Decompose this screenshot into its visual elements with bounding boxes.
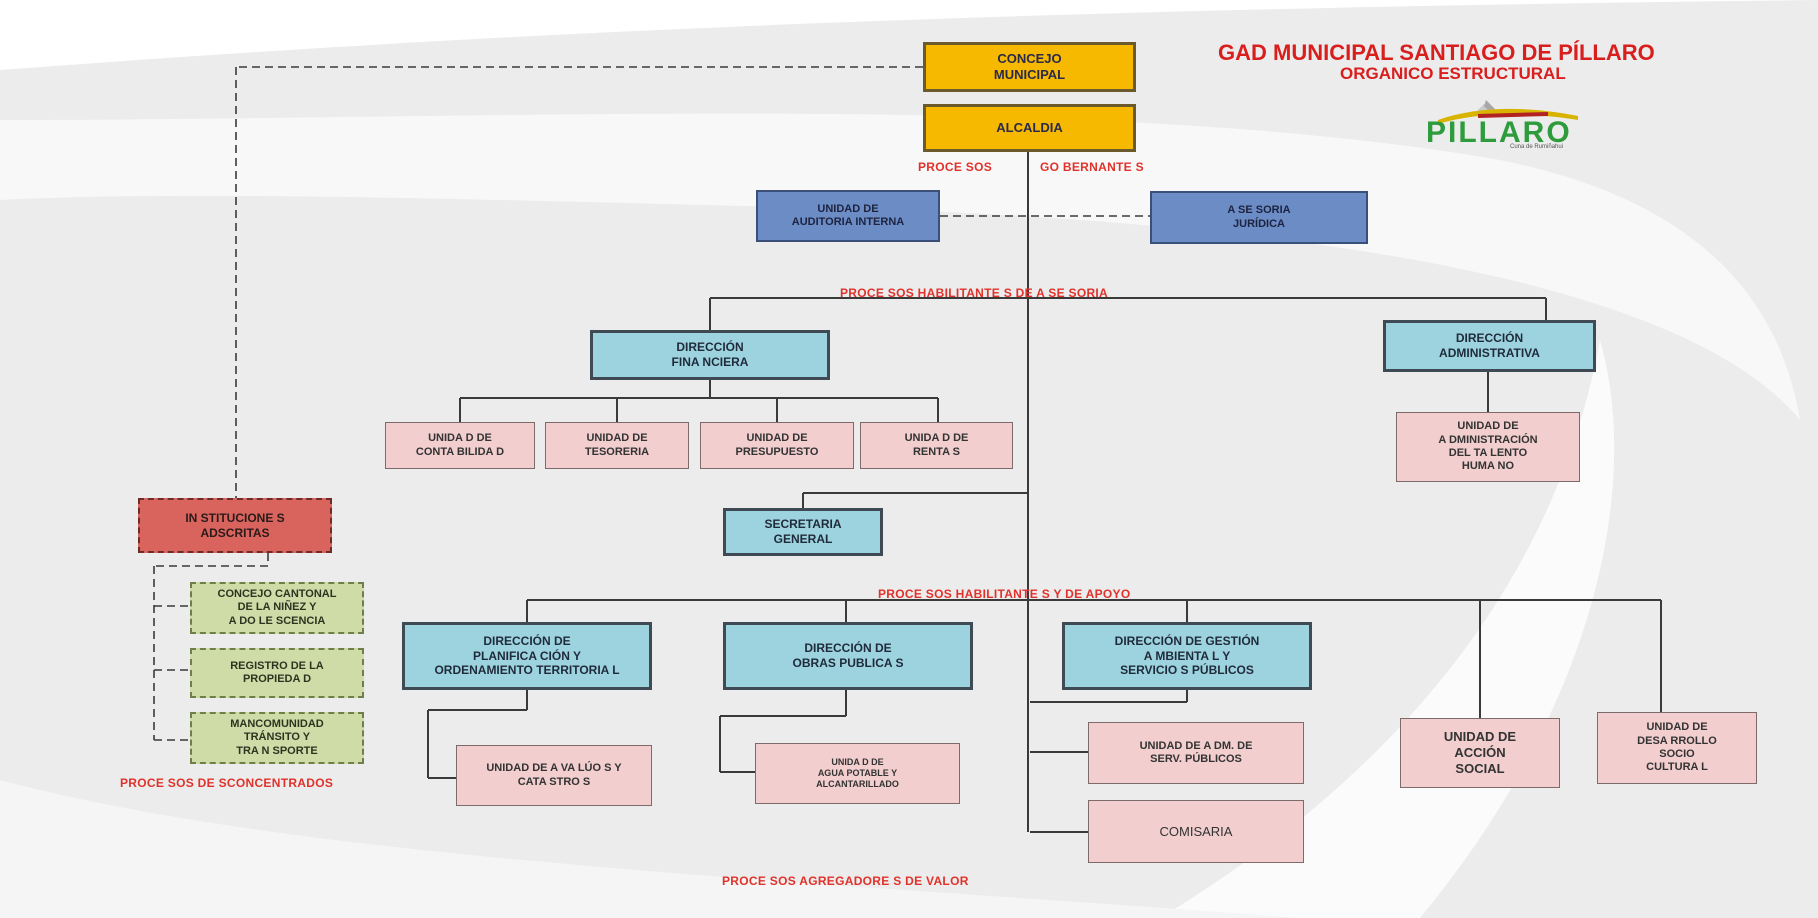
node-unidad-accion-social: UNIDAD DE ACCIÓN SOCIAL (1400, 718, 1560, 788)
node-direccion-gestion-ambiental: DIRECCIÓN DE GESTIÓN A MBIENTA L Y SERVI… (1062, 622, 1312, 690)
node-unidad-agua-potable: UNIDA D DE AGUA POTABLE Y ALCANTARILLADO (755, 743, 960, 804)
node-unidad-contabilidad: UNIDA D DE CONTA BILIDA D (385, 422, 535, 469)
label-habilitantes-apoyo: PROCE SOS HABILITANTE S Y DE APOYO (878, 587, 1131, 601)
node-direccion-administrativa: DIRECCIÓN ADMINISTRATIVA (1383, 320, 1596, 372)
page-title: GAD MUNICIPAL SANTIAGO DE PÍLLARO (1218, 40, 1655, 65)
logo-wordmark: PILLARO (1426, 116, 1572, 149)
node-unidad-avaluos-catastros: UNIDAD DE A VA LÚO S Y CATA STRO S (456, 745, 652, 806)
node-alcaldia: ALCALDIA (923, 104, 1136, 152)
label-habilitantes-asesoria: PROCE SOS HABILITANTE S DE A SE SORIA (840, 286, 1109, 300)
node-unidad-desarrollo-socio-cultural: UNIDAD DE DESA RROLLO SOCIO CULTURA L (1597, 712, 1757, 784)
label-procesos: PROCE SOS (918, 160, 993, 174)
label-gobernantes: GO BERNANTE S (1040, 160, 1144, 174)
node-unidad-presupuesto: UNIDAD DE PRESUPUESTO (700, 422, 854, 469)
node-comisaria: COMISARIA (1088, 800, 1304, 863)
municipality-logo: PILLARO Cuna de Rumiñahui (1418, 96, 1602, 158)
node-unidad-adm-servicios-publicos: UNIDAD DE A DM. DE SERV. PÚBLICOS (1088, 722, 1304, 784)
node-secretaria-general: SECRETARIA GENERAL (723, 508, 883, 556)
label-procesos-agregadores: PROCE SOS AGREGADORE S DE VALOR (722, 874, 969, 888)
node-direccion-planificacion: DIRECCIÓN DE PLANIFICA CIÓN Y ORDENAMIEN… (402, 622, 652, 690)
node-registro-propiedad: REGISTRO DE LA PROPIEDA D (190, 648, 364, 698)
page-subtitle: ORGANICO ESTRUCTURAL (1340, 64, 1566, 83)
node-instituciones-adscritas: IN STITUCIONE S ADSCRITAS (138, 498, 332, 553)
node-direccion-obras-publicas: DIRECCIÓN DE OBRAS PUBLICA S (723, 622, 973, 690)
label-procesos-desconcentrados: PROCE SOS DE SCONCENTRADOS (120, 776, 334, 790)
node-unidad-talento-humano: UNIDAD DE A DMINISTRACIÓN DEL TA LENTO H… (1396, 412, 1580, 482)
node-auditoria-interna: UNIDAD DE AUDITORIA INTERNA (756, 190, 940, 242)
node-mancomunidad-transito: MANCOMUNIDAD TRÁNSITO Y TRA N SPORTE (190, 712, 364, 764)
municipal-crest-icon (1438, 100, 1578, 124)
node-concejo-municipal: CONCEJO MUNICIPAL (923, 42, 1136, 92)
node-unidad-rentas: UNIDA D DE RENTA S (860, 422, 1013, 469)
node-asesoria-juridica: A SE SORIA JURÍDICA (1150, 191, 1368, 244)
logo-caption: Cuna de Rumiñahui (1510, 144, 1564, 150)
node-direccion-financiera: DIRECCIÓN FINA NCIERA (590, 330, 830, 380)
node-unidad-tesoreria: UNIDAD DE TESORERIA (545, 422, 689, 469)
node-concejo-cantonal: CONCEJO CANTONAL DE LA NIÑEZ Y A DO LE S… (190, 582, 364, 634)
